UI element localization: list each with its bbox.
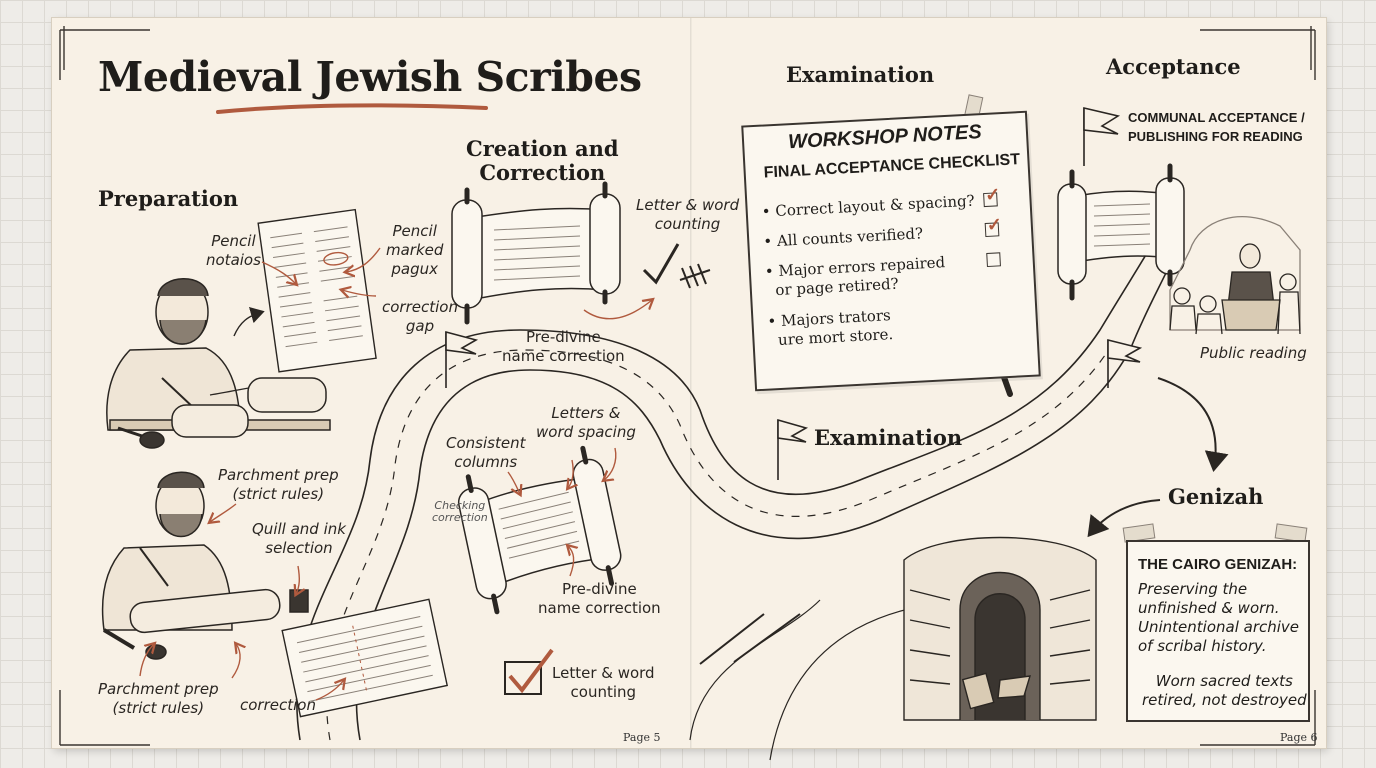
checkbox-checked: ✓ (983, 184, 1001, 208)
label-pencil-notaios: Pencil notaios (206, 232, 261, 269)
label-correction: correction (240, 696, 316, 714)
label-communal-acceptance: COMMUNAL ACCEPTANCE / PUBLISHING FOR REA… (1128, 110, 1305, 144)
scroll-acceptance (1057, 163, 1185, 301)
checkbox-checked: ✓ (984, 214, 1003, 238)
scribe-figure-top (106, 278, 331, 449)
cairo-genizah-card: THE CAIRO GENIZAH: Preserving the unfini… (1126, 540, 1310, 722)
workshop-notes-card: WORKSHOP NOTES FINAL ACCEPTANCE CHECKLIS… (741, 110, 1041, 392)
label-checking-correction: Checking correction (432, 499, 488, 524)
checklist-item: • All counts verified? (762, 224, 924, 251)
frame-corners (59, 26, 1316, 746)
checkmarks (504, 243, 711, 695)
section-preparation: Preparation (98, 186, 239, 211)
genizah-footer: Worn sacred texts retired, not destroyed (1142, 672, 1307, 709)
genizah-vault (903, 536, 1097, 721)
label-letters-spacing: Letters & word spacing (536, 404, 636, 441)
flags (445, 106, 1143, 480)
section-examination-road: Examination (814, 425, 963, 450)
title-underline (216, 103, 488, 114)
checklist-item: • Major errors repaired or page retired? (764, 253, 946, 300)
page-number-left: Page 5 (623, 731, 661, 744)
label-public-reading: Public reading (1200, 344, 1307, 362)
label-parchment-prep-top: Parchment prep (strict rules) (218, 466, 339, 503)
scribe-figure-bottom (101, 471, 309, 660)
label-letter-word-counting-top: Letter & word counting (636, 196, 740, 233)
label-quill-ink: Quill and ink selection (252, 520, 346, 557)
annotation-arrows (139, 247, 652, 701)
page-number-right: Page 6 (1280, 731, 1318, 744)
page-title: Medieval Jewish Scribes (98, 53, 642, 101)
scroll-top (451, 181, 621, 325)
checkbox-empty (986, 252, 1001, 267)
label-parchment-prep-bottom: Parchment prep (strict rules) (98, 680, 219, 717)
pens (699, 613, 801, 665)
genizah-heading: THE CAIRO GENIZAH: (1138, 556, 1298, 573)
label-pencil-marked: Pencil marked pagux (386, 222, 444, 278)
checklist-item: • Majors trators ure mort store. (767, 306, 894, 350)
label-consistent-columns: Consistent columns (446, 434, 526, 471)
section-creation-correction: Creation and Correction (466, 136, 619, 185)
page-fold (690, 18, 692, 748)
label-pre-divine-bottom: Pre-divine name correction (538, 580, 661, 617)
label-pre-divine-top: Pre-divine name correction (502, 328, 625, 365)
corrected-manuscript (281, 598, 449, 718)
section-acceptance: Acceptance (1106, 54, 1241, 79)
notes-title: WORKSHOP NOTES (787, 121, 983, 154)
section-genizah: Genizah (1168, 484, 1264, 509)
notes-subtitle: FINAL ACCEPTANCE CHECKLIST (763, 151, 1021, 182)
label-letter-word-counting-bottom: Letter & word counting (552, 664, 655, 701)
checklist-item: • Correct layout & spacing? (761, 191, 976, 221)
genizah-body: Preserving the unfinished & worn. Uninte… (1138, 580, 1300, 655)
section-examination-top: Examination (786, 62, 935, 87)
label-correction-gap: correction gap (382, 298, 458, 335)
manuscript-page (257, 208, 377, 373)
public-reading-scene (1169, 216, 1301, 335)
